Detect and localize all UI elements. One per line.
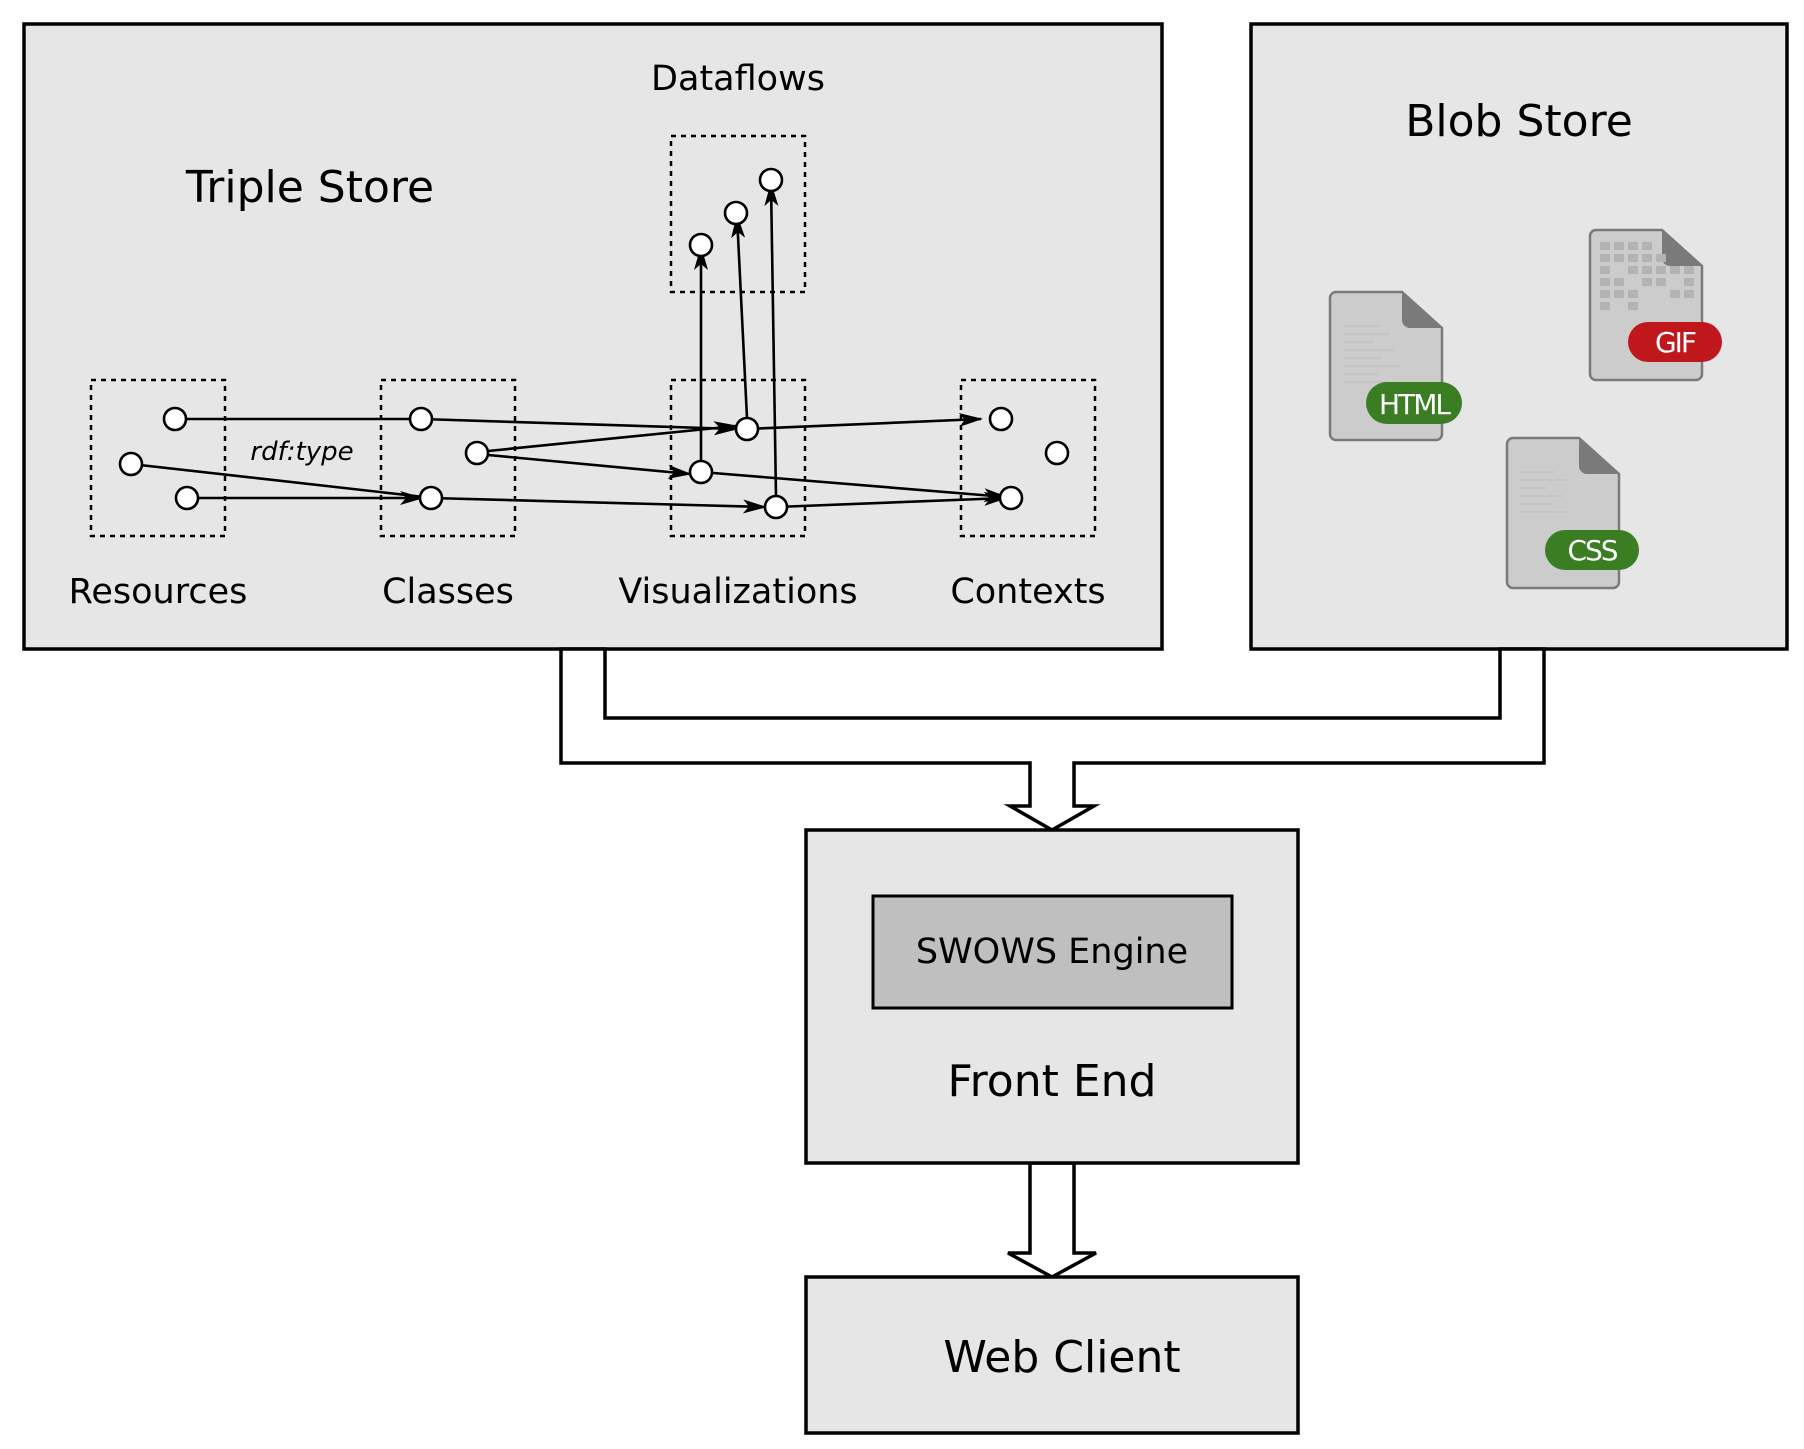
edge: [775, 491, 1008, 509]
css-badge: [1545, 530, 1639, 570]
blob-store-title: Blob Store: [1405, 96, 1633, 147]
class-node: [464, 440, 490, 466]
edge: [487, 421, 738, 453]
front-end: SWOWS Engine Front End: [804, 828, 1300, 1165]
gif-badge: [1628, 322, 1722, 362]
edge: [700, 470, 1008, 503]
edge: [746, 412, 983, 431]
edge: [130, 462, 444, 504]
visualizations-label: Visualizations: [618, 572, 857, 612]
dataflow-node: [758, 167, 784, 193]
swows-engine-label: SWOWS Engine: [916, 932, 1188, 972]
dataflow-node: [688, 232, 714, 258]
dataflow-node: [723, 200, 749, 226]
dataflows-label: Dataflows: [651, 59, 825, 99]
triple-store-title: Triple Store: [185, 162, 434, 213]
html-file-icon: HTML: [1328, 290, 1462, 442]
edge: [764, 182, 779, 497]
edge: [430, 496, 767, 514]
triple-store-box: [22, 22, 1164, 651]
gif-file-icon: GIF: [1588, 228, 1722, 382]
contexts-group: [959, 378, 1097, 538]
graph-edges: [130, 182, 1008, 514]
html-badge-label: HTML: [1379, 388, 1451, 421]
swows-engine-box: [871, 894, 1234, 1010]
css-file-icon: CSS: [1505, 436, 1639, 590]
css-badge-label: CSS: [1567, 534, 1617, 567]
resources-label: Resources: [69, 572, 248, 612]
context-node: [998, 485, 1024, 511]
resource-node: [174, 485, 200, 511]
blob-store: Blob Store HTML: [1249, 22, 1789, 651]
store-to-frontend-arrow: [559, 647, 1546, 833]
web-client: Web Client: [804, 1275, 1300, 1435]
visualization-node: [688, 459, 714, 485]
triple-store: Triple Store Dataflows: [22, 22, 1164, 651]
edge: [420, 417, 738, 436]
web-client-box: [804, 1275, 1300, 1435]
edge: [731, 214, 749, 419]
rdf-type-label: rdf:type: [250, 437, 353, 467]
gif-badge-label: GIF: [1655, 326, 1696, 359]
html-badge: [1366, 382, 1462, 424]
web-client-title: Web Client: [943, 1332, 1180, 1383]
context-node: [988, 406, 1014, 432]
resource-node: [118, 451, 144, 477]
edge: [487, 453, 692, 479]
contexts-label: Contexts: [950, 572, 1105, 612]
class-node: [408, 406, 434, 432]
context-node: [1044, 440, 1070, 466]
resources-group: [89, 378, 227, 538]
graph-nodes: [118, 167, 1070, 520]
visualization-node: [763, 494, 789, 520]
visualization-node: [734, 416, 760, 442]
dataflows-group: [669, 134, 807, 294]
resource-node: [162, 406, 188, 432]
classes-label: Classes: [382, 572, 514, 612]
class-node: [418, 485, 444, 511]
visualizations-group: [669, 378, 807, 538]
frontend-to-client-arrow: [1007, 1161, 1097, 1279]
front-end-title: Front End: [948, 1056, 1157, 1107]
